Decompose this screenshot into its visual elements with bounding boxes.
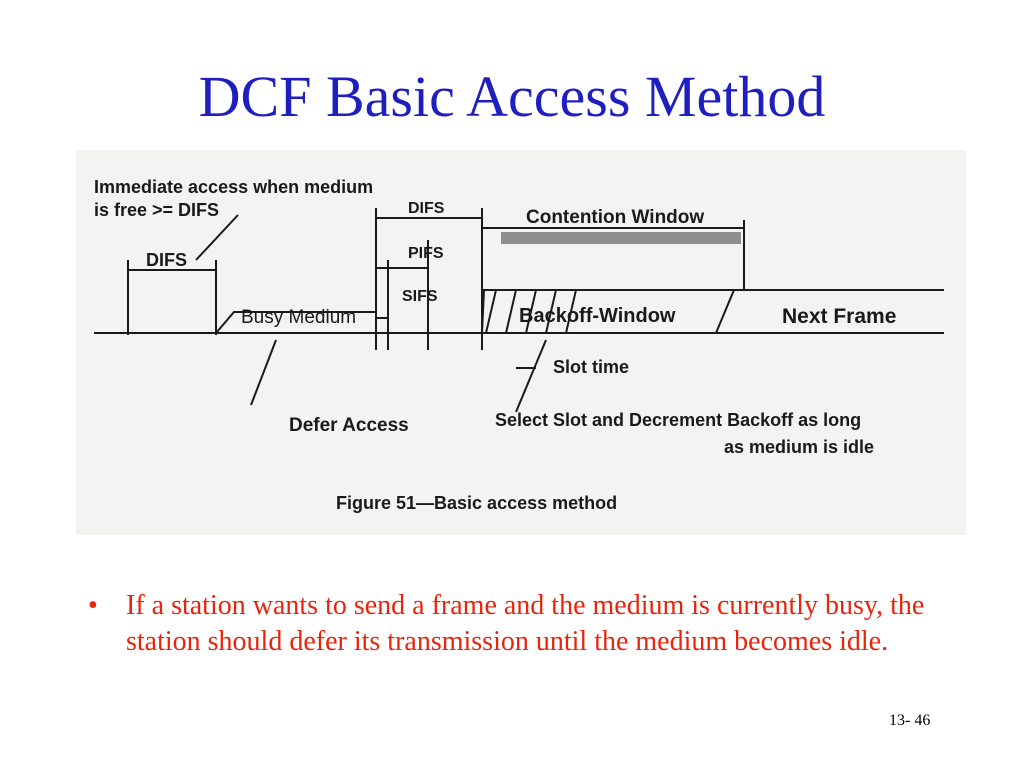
backoff-window-label: Backoff-Window (519, 305, 676, 327)
bullet-item: • If a station wants to send a frame and… (88, 588, 948, 660)
slide-title: DCF Basic Access Method (198, 64, 826, 129)
contention-window-label: Contention Window (526, 207, 705, 228)
contention-window-bar (501, 232, 741, 244)
bullet-dot-icon: • (88, 590, 98, 621)
immediate-access-label: Immediate access when medium (94, 177, 374, 197)
figure-caption: Figure 51—Basic access method (336, 493, 618, 513)
pifs-label: PIFS (408, 245, 444, 262)
next-frame-label: Next Frame (782, 305, 897, 328)
slot-tick (525, 289, 537, 334)
timing-diagram (94, 208, 944, 413)
immediate-access-label-2: is free >= DIFS (94, 200, 220, 220)
timing-diagram-lines (94, 208, 944, 413)
slot-tick (485, 289, 497, 334)
sifs-label: SIFS (402, 288, 438, 305)
immediate-access-leader (195, 214, 239, 261)
select-slot-label-2: as medium is idle (724, 437, 875, 457)
bullet-text: If a station wants to send a frame and t… (126, 590, 925, 657)
slot-tick (545, 289, 557, 334)
slot-tick (565, 289, 577, 334)
busy-medium-label: Busy Medium (241, 307, 357, 328)
next-frame-trace (715, 289, 944, 334)
defer-access-leader (250, 339, 277, 406)
page-number: 13- 46 (889, 712, 931, 729)
select-slot-label: Select Slot and Decrement Backoff as lon… (495, 410, 862, 430)
difs-left-label: DIFS (146, 250, 188, 270)
difs-top-label: DIFS (408, 200, 445, 217)
slot-time-label: Slot time (553, 357, 630, 377)
slot-tick (505, 289, 517, 334)
busy-end-trace (375, 312, 428, 334)
select-slot-leader (515, 339, 547, 413)
defer-access-label: Defer Access (289, 415, 409, 436)
access-method-figure: Immediate access when medium is free >= … (76, 150, 966, 535)
